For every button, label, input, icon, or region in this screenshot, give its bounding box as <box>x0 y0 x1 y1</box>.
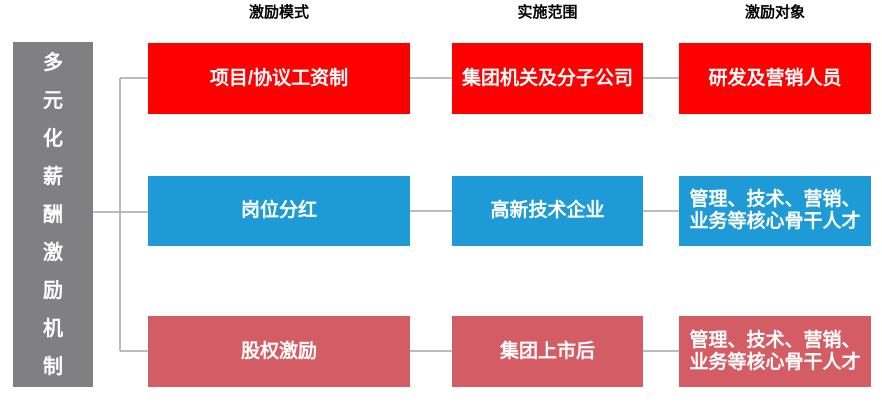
node-target-rd-marketing-staff: 研发及营销人员 <box>679 43 871 114</box>
node-label: 研发及营销人员 <box>708 67 842 89</box>
node-scope-hightech-enterprise: 高新技术企业 <box>452 176 643 246</box>
node-mode-post-dividend: 岗位分红 <box>148 176 410 246</box>
node-scope-after-group-ipo: 集团上市后 <box>452 316 643 387</box>
node-label: 集团上市后 <box>499 340 595 362</box>
node-label: 管理、技术、营销、 业务等核心骨干人才 <box>689 329 861 373</box>
root-node-mechanism: 多元化薪酬激励机制 <box>13 42 93 387</box>
node-label: 高新技术企业 <box>490 200 605 221</box>
node-target-core-backbone-talent: 管理、技术、营销、 业务等核心骨干人才 <box>679 176 871 246</box>
node-mode-equity-incentive: 股权激励 <box>148 316 410 387</box>
node-label: 项目/协议工资制 <box>209 67 349 89</box>
node-label: 岗位分红 <box>240 200 317 221</box>
node-scope-group-hq-subsidiaries: 集团机关及分子公司 <box>452 43 643 114</box>
node-mode-project-agreement-wage: 项目/协议工资制 <box>148 43 410 114</box>
node-label: 集团机关及分子公司 <box>461 67 633 89</box>
column-header-implement-scope: 实施范围 <box>517 4 578 21</box>
node-label: 管理、技术、营销、 业务等核心骨干人才 <box>689 189 861 232</box>
node-label: 股权激励 <box>240 340 317 362</box>
column-header-incentive-target: 激励对象 <box>744 4 805 21</box>
node-target-core-backbone-talent: 管理、技术、营销、 业务等核心骨干人才 <box>679 316 871 387</box>
column-header-incentive-mode: 激励模式 <box>248 4 309 21</box>
root-node-label: 多元化薪酬激励机制 <box>43 51 63 378</box>
